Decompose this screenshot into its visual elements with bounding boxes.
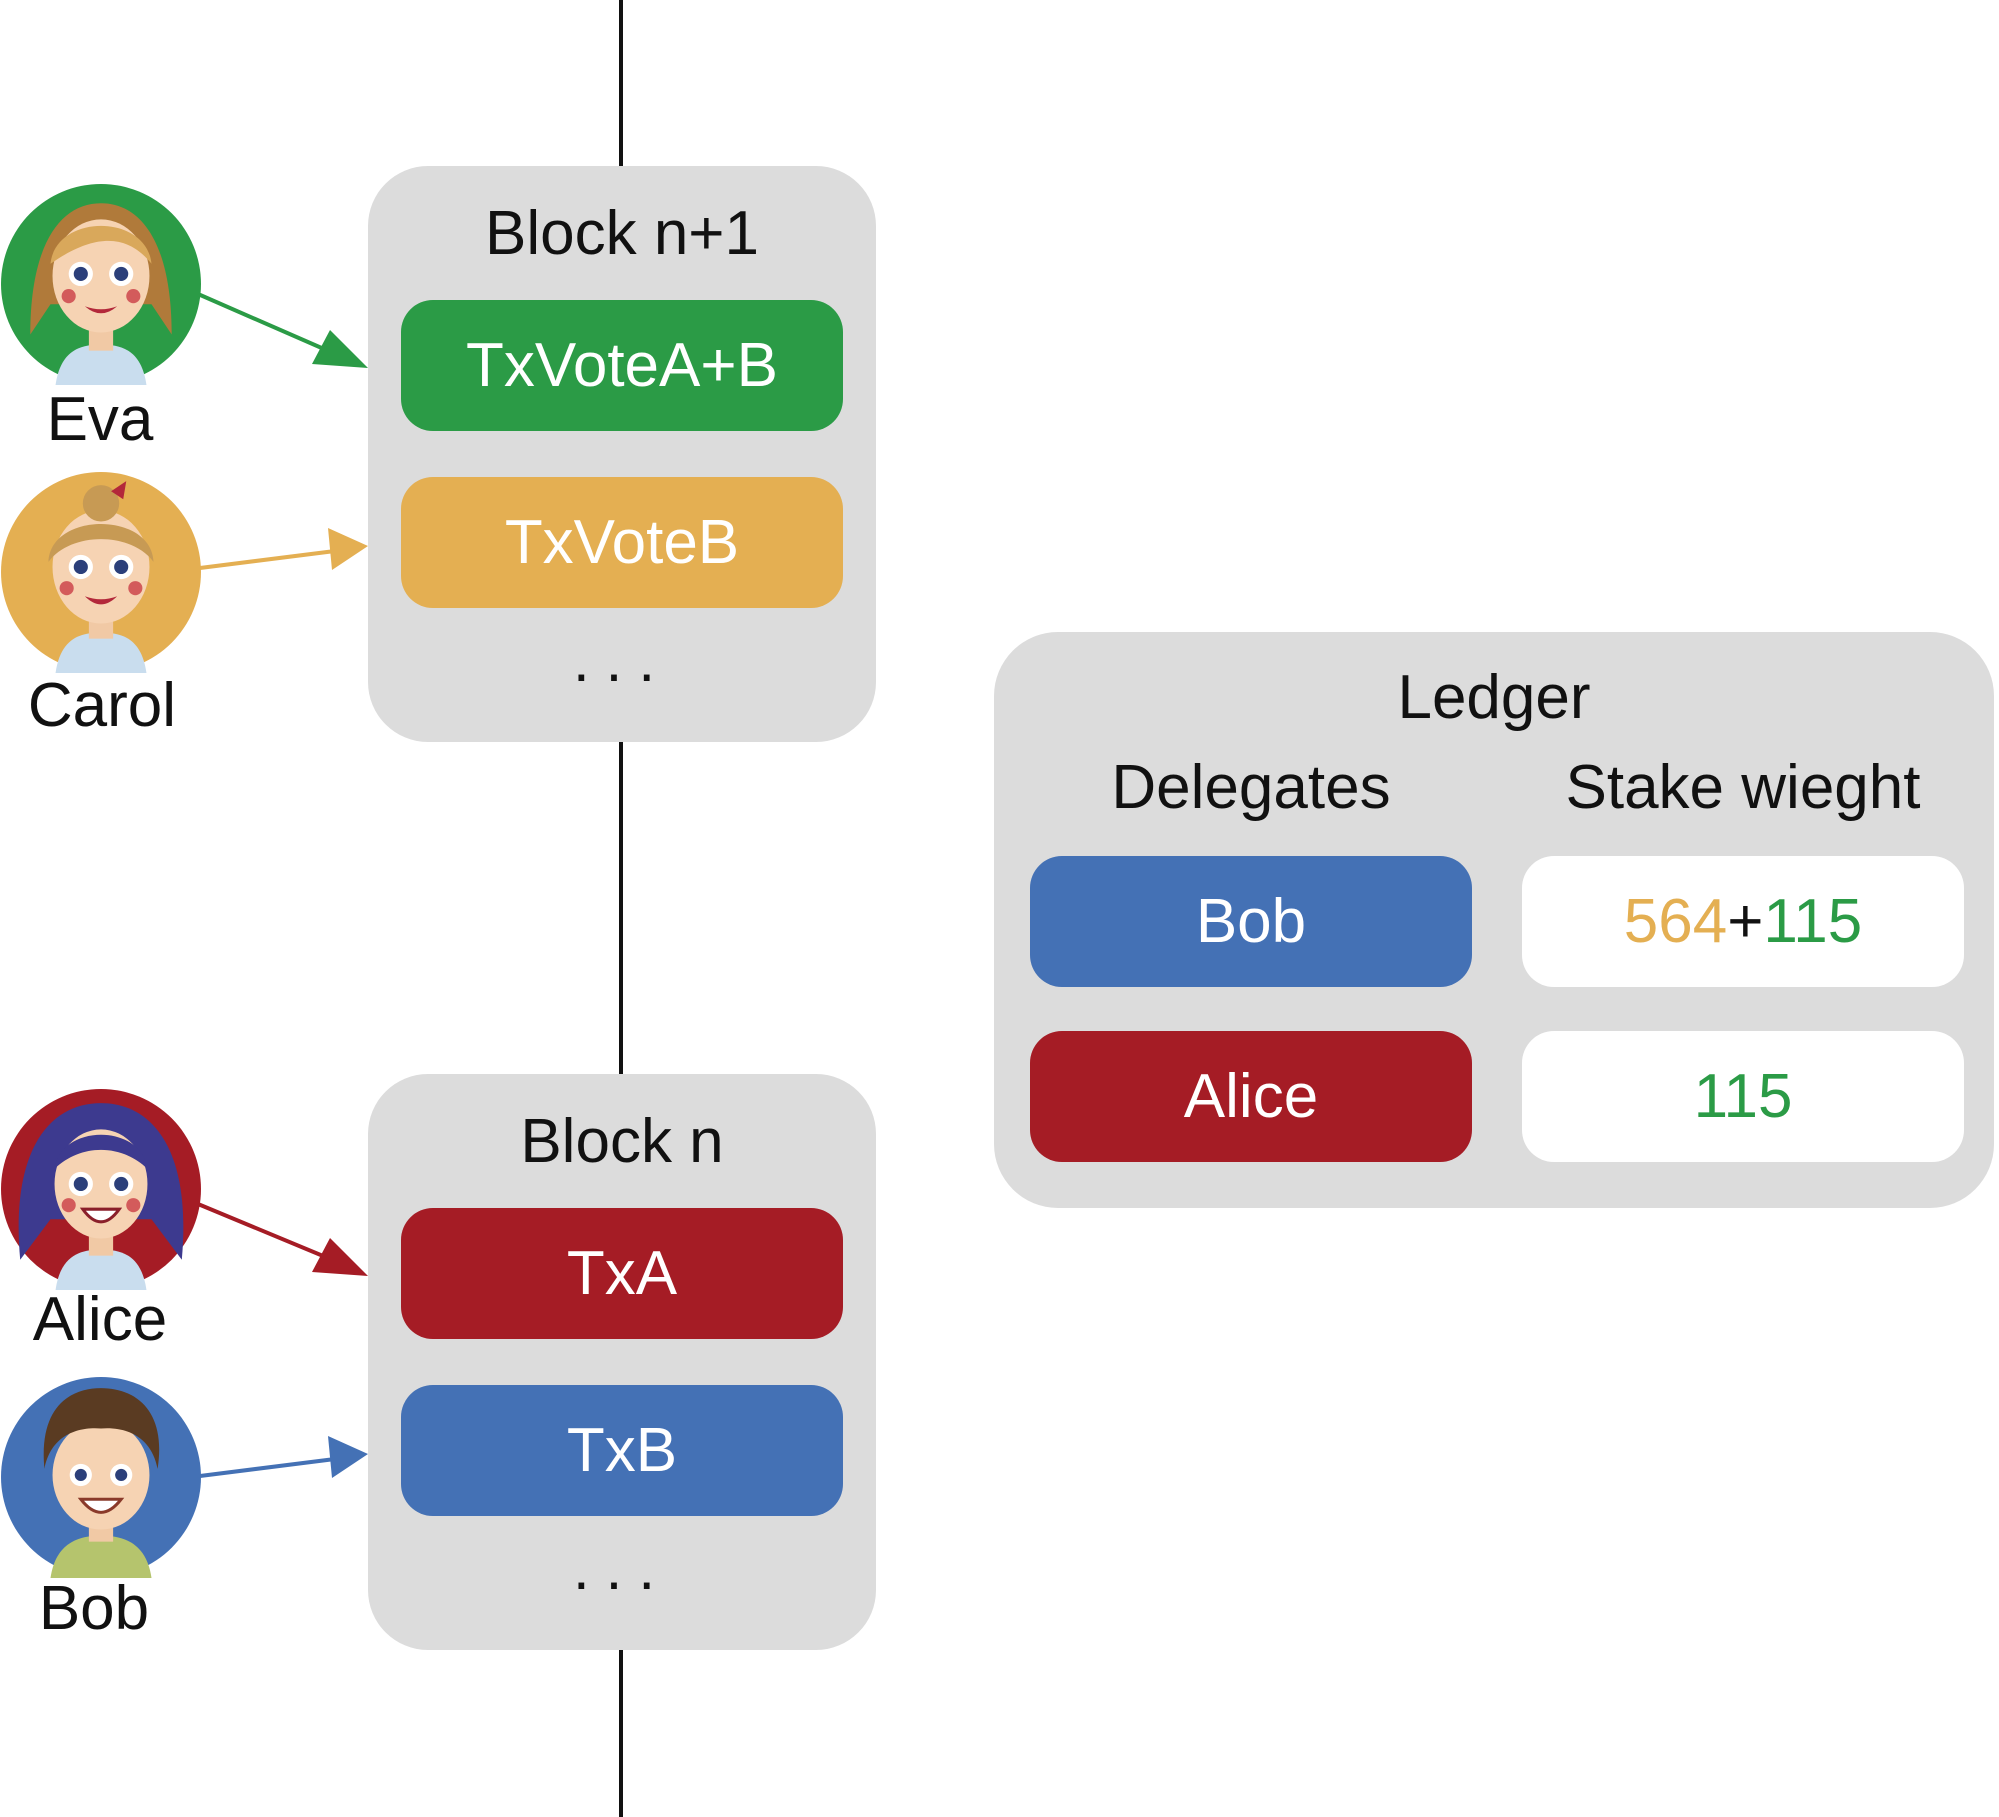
person-name-carol: Carol: [27, 671, 177, 740]
ledger-header-delegates: Delegates: [1111, 753, 1391, 822]
ledger-delegate-bob: Bob: [1030, 856, 1472, 987]
arrow-carol: [199, 528, 368, 570]
stake-part-eva: 115: [1763, 887, 1863, 956]
person-name-eva: Eva: [46, 385, 154, 454]
tx-vote-b: TxVoteB: [401, 477, 843, 608]
arrow-bob: [199, 1436, 368, 1478]
stake-part-plus: +: [1727, 887, 1764, 956]
ledger-header-stake: Stake wieght: [1565, 753, 1921, 822]
ledger-title: Ledger: [1397, 663, 1591, 732]
stake-part-carol: 564: [1623, 887, 1728, 956]
eva-avatar-icon: [1, 184, 201, 385]
block-lower-title: Block n: [520, 1107, 724, 1176]
alice-avatar-icon: [1, 1089, 201, 1290]
carol-avatar-icon: [1, 472, 201, 673]
block-lower-more: ...: [572, 1535, 671, 1602]
block-upper-title: Block n+1: [484, 199, 759, 268]
chain-line-bottom: [619, 1650, 623, 1817]
person-name-bob: Bob: [38, 1574, 150, 1643]
tx-vote-a-b: TxVoteA+B: [401, 300, 843, 431]
ledger-panel: Ledger Delegates Stake wieght Bob 564+11…: [994, 632, 1994, 1208]
block-lower: Block n TxA TxB ...: [368, 1074, 876, 1650]
ledger-stake-bob: 564+115: [1522, 856, 1964, 987]
block-upper: Block n+1 TxVoteA+B TxVoteB ...: [368, 166, 876, 742]
stake-part-eva: 115: [1693, 1062, 1793, 1131]
ledger-stake-alice: 115: [1522, 1031, 1964, 1162]
ledger-delegate-alice: Alice: [1030, 1031, 1472, 1162]
chain-line-middle: [619, 742, 623, 1074]
chain-line-top: [619, 0, 623, 166]
bob-avatar-icon: [1, 1377, 201, 1578]
tx-a: TxA: [401, 1208, 843, 1339]
block-upper-more: ...: [572, 627, 671, 694]
person-name-alice: Alice: [32, 1285, 168, 1354]
tx-b: TxB: [401, 1385, 843, 1516]
arrow-alice: [197, 1202, 368, 1276]
arrow-eva: [197, 292, 368, 368]
